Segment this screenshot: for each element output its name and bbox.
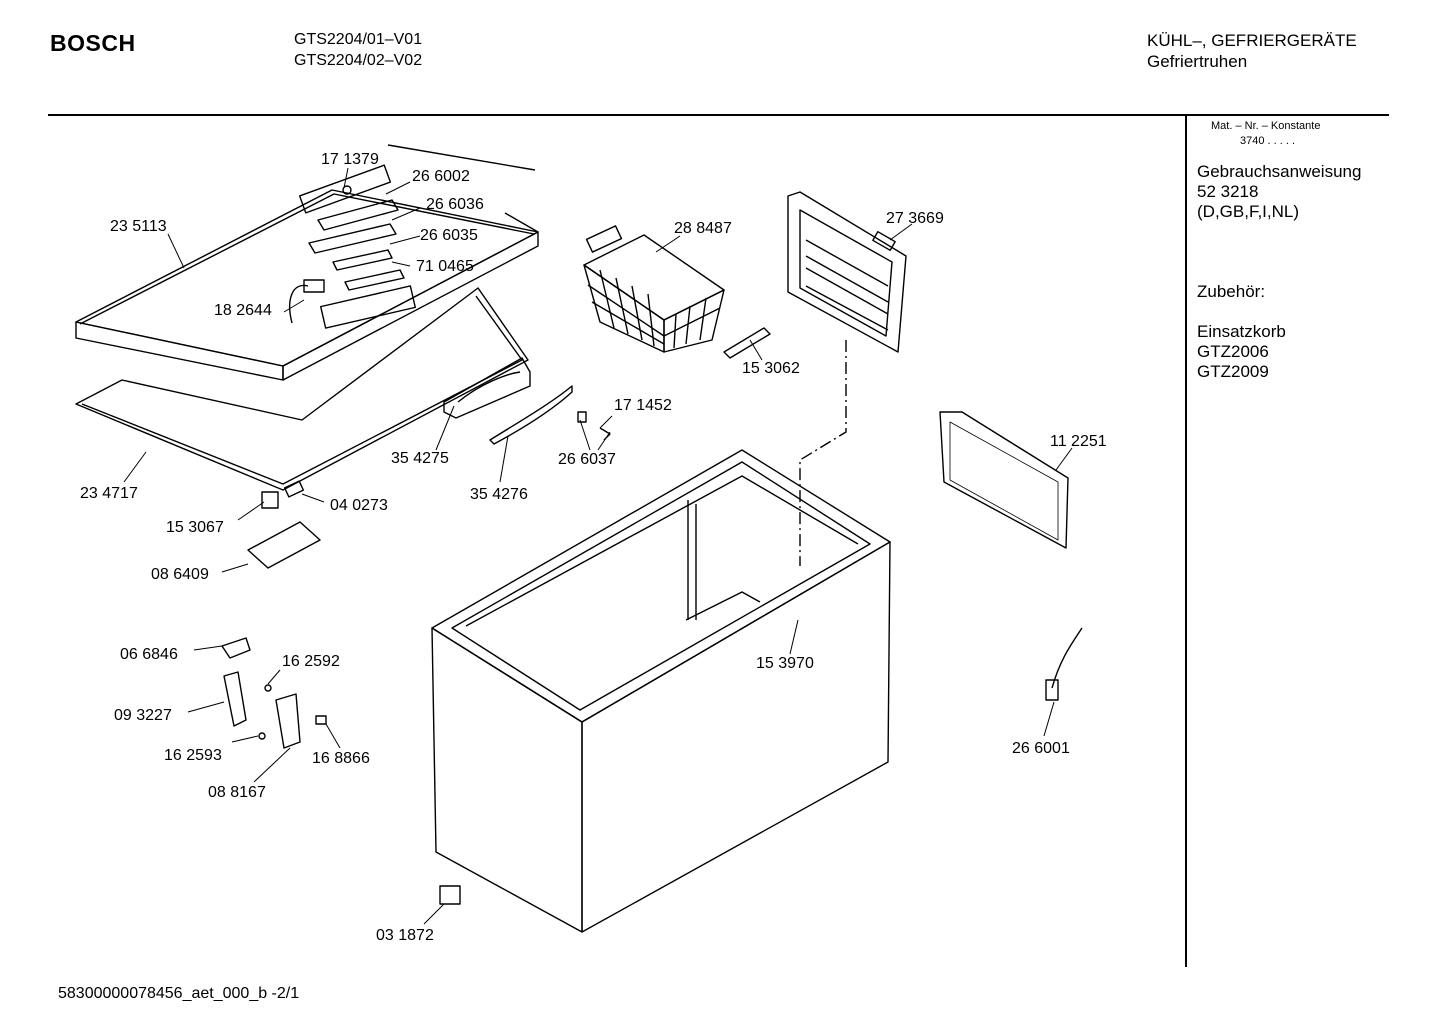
part-label: 17 1452 (614, 397, 672, 414)
part-label: 15 3062 (742, 360, 800, 377)
manual-title: Gebrauchsanweisung (1197, 162, 1362, 181)
lid-gasket-drawing (75, 287, 529, 491)
control-panel-parts (289, 185, 405, 324)
part-label: 28 8487 (674, 220, 732, 237)
part-label: 16 2593 (164, 747, 222, 764)
part-label: 17 1379 (321, 151, 379, 168)
grille-drawing (939, 411, 1069, 549)
basket-drawing (583, 225, 725, 353)
part-label: 26 6001 (1012, 740, 1070, 757)
document-code: 58300000078456_aet_000_b -2/1 (58, 985, 300, 1002)
accessory-item: GTZ2006 (1197, 342, 1269, 361)
manual-languages: (D,GB,F,I,NL) (1197, 202, 1300, 221)
model-number-1: GTS2204/01–V01 (294, 31, 423, 48)
part-label: 16 2592 (282, 653, 340, 670)
accessory-item: GTZ2009 (1197, 362, 1269, 381)
sensor-drawing (1045, 627, 1083, 701)
brand-logo: BOSCH (50, 30, 136, 56)
leader-lines (123, 167, 1073, 925)
category-title: KÜHL–, GEFRIERGERÄTE (1147, 31, 1357, 50)
part-label: 26 6036 (426, 196, 484, 213)
manual-number: 52 3218 (1197, 182, 1259, 201)
part-label: 27 3669 (886, 210, 944, 227)
accessory-item: Einsatzkorb (1197, 322, 1286, 341)
part-label: 04 0273 (330, 497, 388, 514)
model-number-2: GTS2204/02–V02 (294, 52, 423, 69)
part-label: 15 3067 (166, 519, 224, 536)
header-divider (48, 114, 1389, 116)
part-label: 35 4276 (470, 486, 528, 503)
part-label: 11 2251 (1050, 433, 1107, 450)
part-label: 06 6846 (120, 646, 178, 663)
lock-parts-drawing (221, 480, 327, 749)
part-label: 23 4717 (80, 485, 138, 502)
part-label: 26 6035 (420, 227, 478, 244)
part-label: 03 1872 (376, 927, 434, 944)
part-label: 15 3970 (756, 655, 814, 672)
part-label: 23 5113 (110, 218, 167, 235)
part-label: 16 8866 (312, 750, 370, 767)
part-label: 08 8167 (208, 784, 266, 801)
part-label: 26 6002 (412, 168, 470, 185)
part-label: 35 4275 (391, 450, 449, 467)
mat-value: 3740 . . . . . (1240, 135, 1296, 147)
part-label: 08 6409 (151, 566, 209, 583)
sidebar-divider (1185, 116, 1187, 967)
part-label: 09 3227 (114, 707, 172, 724)
category-subtitle: Gefriertruhen (1147, 52, 1248, 71)
part-label: 26 6037 (558, 451, 616, 468)
divider-panel-drawing (787, 191, 907, 353)
cabinet-drawing (431, 449, 891, 933)
mat-label: Mat. – Nr. – Konstante (1211, 120, 1321, 132)
accessories-title: Zubehör: (1197, 282, 1266, 301)
part-label: 18 2644 (214, 302, 272, 319)
handle-drawing (443, 357, 611, 445)
part-label: 71 0465 (416, 258, 474, 275)
basket-handle-drawing (723, 327, 771, 359)
lid-drawing (75, 144, 539, 381)
